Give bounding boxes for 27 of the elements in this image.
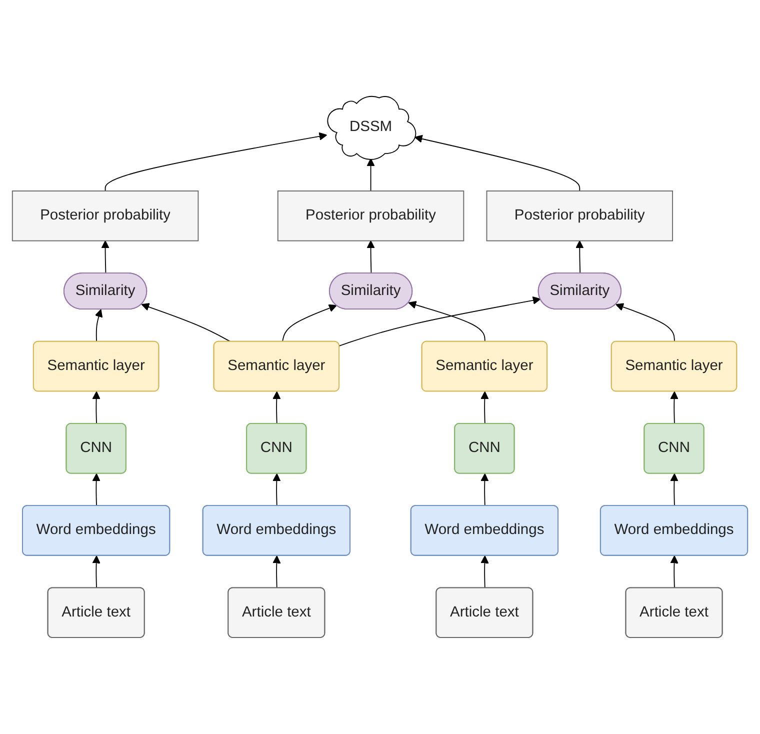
node-box: Posterior probability [277, 190, 464, 242]
arrow [414, 134, 580, 192]
arrow [282, 304, 337, 342]
arrow [94, 309, 103, 342]
arrow [670, 556, 678, 589]
arrow [92, 556, 100, 589]
arrow [272, 473, 281, 507]
arrow [104, 132, 328, 192]
arrow [272, 556, 281, 589]
arrow [272, 391, 281, 424]
arrow [101, 240, 110, 274]
arrow [670, 391, 678, 424]
arrow [670, 473, 678, 507]
arrow [408, 301, 486, 342]
arrow [366, 158, 375, 192]
arrow [92, 391, 100, 424]
arrow [576, 240, 584, 274]
arrow [92, 473, 100, 507]
node-box: Posterior probability [12, 190, 199, 242]
arrow [480, 473, 489, 507]
node-box: Posterior probability [486, 190, 674, 242]
arrow [480, 556, 489, 589]
arrow [339, 296, 541, 346]
arrow [366, 240, 375, 274]
arrow [141, 303, 232, 342]
arrow [480, 391, 489, 424]
arrow [616, 303, 675, 342]
